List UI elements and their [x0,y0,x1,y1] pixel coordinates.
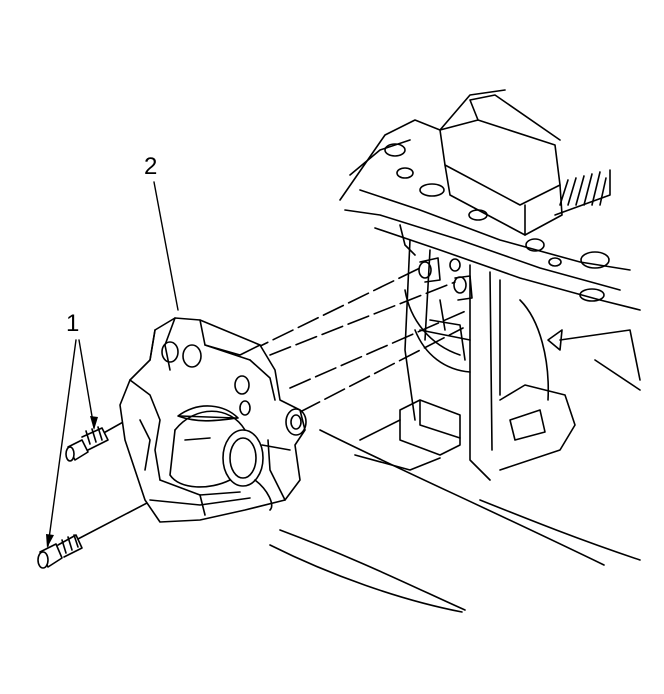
vehicle-frame [270,90,640,612]
callout-label-bracket: 2 [144,153,158,180]
bolt-upper [66,427,108,461]
alignment-lines [248,268,468,412]
bolt-lower [38,535,82,568]
mounting-bracket [120,318,306,522]
leader-lines [48,182,178,546]
leader-arrowheads [46,416,98,548]
callout-label-bolts: 1 [66,310,80,337]
